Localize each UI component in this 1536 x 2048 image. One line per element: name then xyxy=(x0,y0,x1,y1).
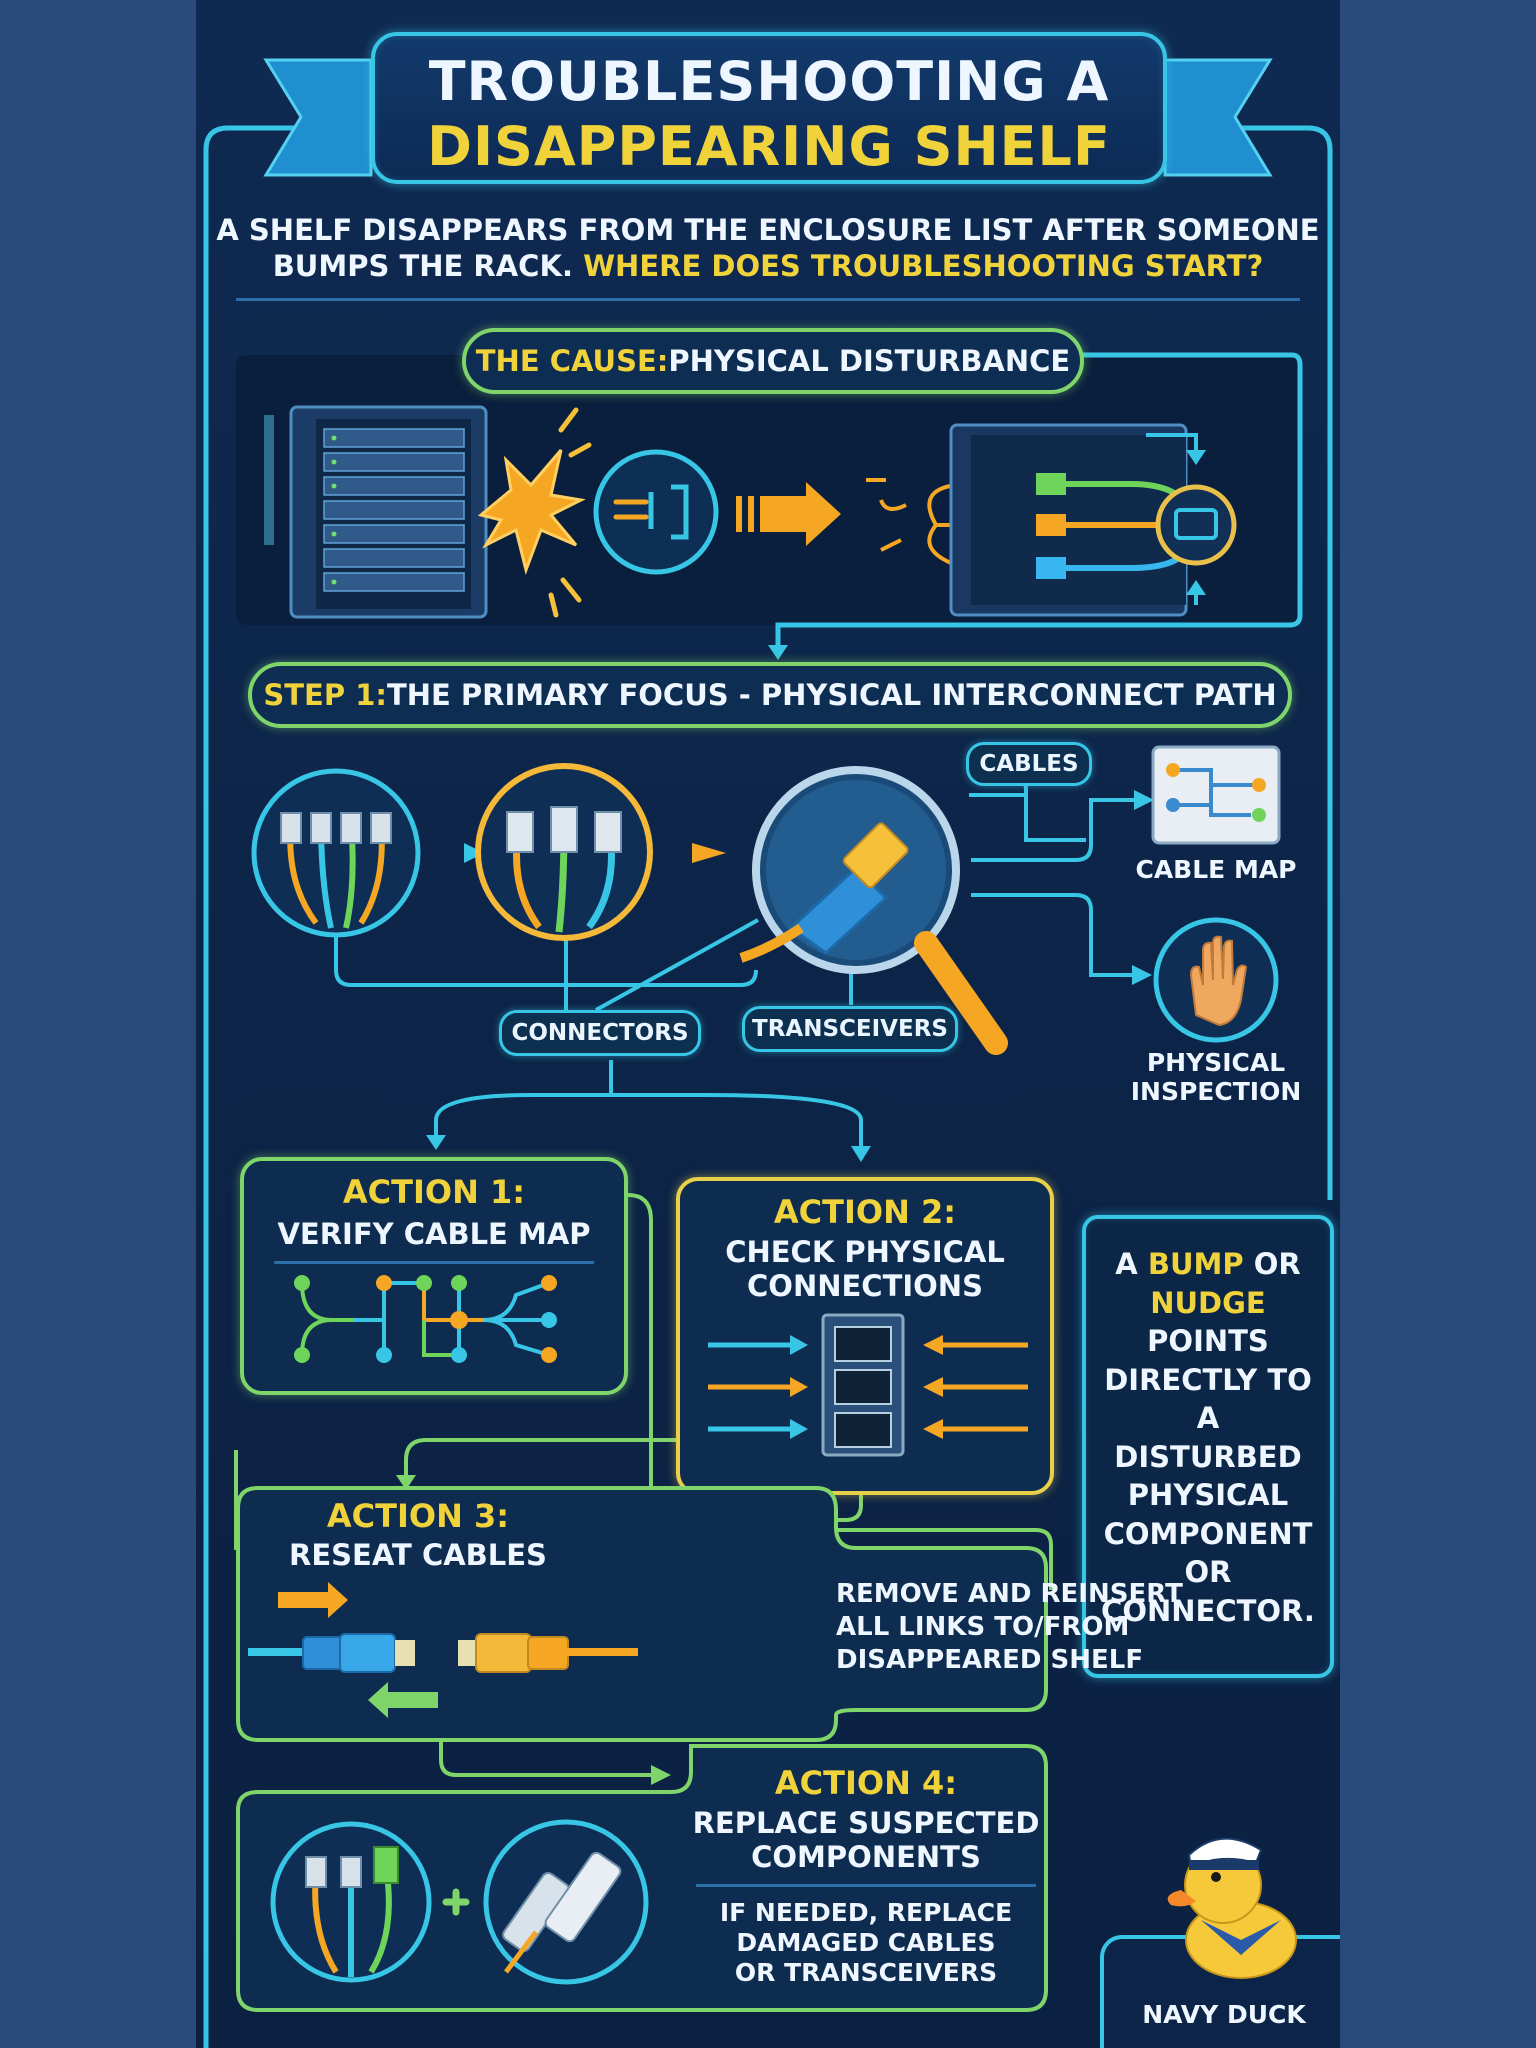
action4-outline xyxy=(236,1744,1048,2012)
note-line-6: DISTURBED xyxy=(1114,1439,1302,1474)
physical-inspection-line-2: INSPECTION xyxy=(1130,1077,1302,1106)
cable-map-icon xyxy=(1151,745,1281,845)
intro-line-2-white: BUMPS THE RACK. xyxy=(272,249,584,283)
mascot-label: NAVY DUCK xyxy=(1142,2000,1306,2029)
tag-cables: CABLES xyxy=(966,742,1092,786)
action4-desc-2: DAMAGED CABLES xyxy=(736,1928,996,1957)
note-line-4: DIRECTLY TO xyxy=(1104,1362,1312,1397)
intro-line-2-yellow: WHERE DOES TROUBLESHOOTING START? xyxy=(583,249,1264,283)
note-box: A BUMP OR NUDGE POINTS DIRECTLY TO A DIS… xyxy=(1082,1215,1334,1678)
note-line-3: POINTS xyxy=(1147,1324,1269,1358)
action4-heading: ACTION 4: xyxy=(774,1764,958,1802)
step1-connector-lines xyxy=(334,773,1154,1162)
action1-heading: ACTION 1: xyxy=(342,1173,526,1211)
action4-desc-1: IF NEEDED, REPLACE xyxy=(719,1898,1013,1927)
cable-bundle-icon xyxy=(251,768,421,938)
action4-divider xyxy=(696,1884,1036,1887)
divider xyxy=(236,298,1300,301)
note-line-1: A BUMP OR xyxy=(1086,1245,1330,1284)
plug-disconnect-icon xyxy=(593,449,719,575)
hand-icon xyxy=(1153,917,1279,1043)
action2-line-2: CONNECTIONS xyxy=(747,1269,983,1303)
action1-divider xyxy=(274,1261,594,1264)
note-w2: OR xyxy=(1243,1247,1301,1281)
duck-mascot-icon xyxy=(1167,1837,1297,1979)
tag-connectors: CONNECTORS xyxy=(499,1010,701,1056)
cause-label: THE CAUSE: xyxy=(475,344,669,378)
action1-text: VERIFY CABLE MAP xyxy=(277,1217,591,1251)
port-icon xyxy=(708,1313,1028,1457)
server-rack-icon xyxy=(264,405,488,619)
intro-text: A SHELF DISAPPEARS FROM THE ENCLOSURE LI… xyxy=(216,212,1320,284)
note-line-7: PHYSICAL xyxy=(1127,1478,1289,1512)
action4-line-1: REPLACE SUSPECTED xyxy=(692,1806,1040,1840)
cause-text: PHYSICAL DISTURBANCE xyxy=(668,344,1071,378)
title-banner: TROUBLESHOOTING A DISAPPEARING SHELF xyxy=(371,32,1167,184)
note-text: A BUMP OR NUDGE POINTS DIRECTLY TO A DIS… xyxy=(1086,1245,1330,1630)
physical-inspection-line-1: PHYSICAL xyxy=(1146,1048,1286,1077)
replace-components-icon xyxy=(270,1819,649,1985)
cause-connector-lines xyxy=(768,352,1303,660)
arrow-right-icon xyxy=(736,482,841,546)
note-line-2: NUDGE xyxy=(1150,1285,1266,1320)
title-line-1: TROUBLESHOOTING A xyxy=(428,50,1110,113)
note-line-8: COMPONENT xyxy=(1103,1516,1313,1551)
step1-text: THE PRIMARY FOCUS - PHYSICAL INTERCONNEC… xyxy=(386,678,1277,712)
cable-bundle-highlight-icon xyxy=(475,763,653,941)
title-ribbon xyxy=(263,58,1273,177)
step1-pill: STEP 1: THE PRIMARY FOCUS - PHYSICAL INT… xyxy=(248,662,1292,728)
cable-map-label: CABLE MAP xyxy=(1135,855,1297,884)
intro-line-2: BUMPS THE RACK. WHERE DOES TROUBLESHOOTI… xyxy=(216,248,1320,284)
network-switch-icon xyxy=(866,423,1237,617)
action2-line-1: CHECK PHYSICAL xyxy=(725,1235,1005,1269)
cable-map-diagram-icon xyxy=(294,1275,557,1363)
note-y1: BUMP xyxy=(1147,1247,1244,1281)
intro-line-1: A SHELF DISAPPEARS FROM THE ENCLOSURE LI… xyxy=(216,213,1320,247)
note-line-10: CONNECTOR. xyxy=(1101,1593,1315,1628)
note-w1: A xyxy=(1115,1247,1148,1281)
action3-outline xyxy=(236,1486,1048,1742)
impact-burst-icon xyxy=(477,407,592,618)
action4-description: IF NEEDED, REPLACE DAMAGED CABLES OR TRA… xyxy=(666,1898,1066,1988)
action2-heading: ACTION 2: xyxy=(773,1193,957,1231)
action3-heading: ACTION 3: xyxy=(326,1497,510,1535)
tag-transceivers: TRANSCEIVERS xyxy=(742,1006,958,1052)
action4-desc-3: OR TRANSCEIVERS xyxy=(734,1958,998,1987)
step1-label: STEP 1: xyxy=(263,678,387,712)
note-line-9: OR xyxy=(1184,1555,1232,1589)
cause-pill: THE CAUSE: PHYSICAL DISTURBANCE xyxy=(462,328,1084,394)
magnifier-icon xyxy=(739,766,1008,1055)
physical-inspection-label: PHYSICAL INSPECTION xyxy=(1116,1048,1316,1106)
note-line-5: A xyxy=(1196,1401,1220,1435)
infographic-page: TROUBLESHOOTING A DISAPPEARING SHELF A S… xyxy=(196,0,1340,2048)
reseat-cables-icon xyxy=(248,1582,638,1718)
action4-line-2: COMPONENTS xyxy=(751,1840,981,1874)
title-line-2: DISAPPEARING SHELF xyxy=(427,115,1111,178)
action3-text: RESEAT CABLES xyxy=(289,1538,547,1572)
